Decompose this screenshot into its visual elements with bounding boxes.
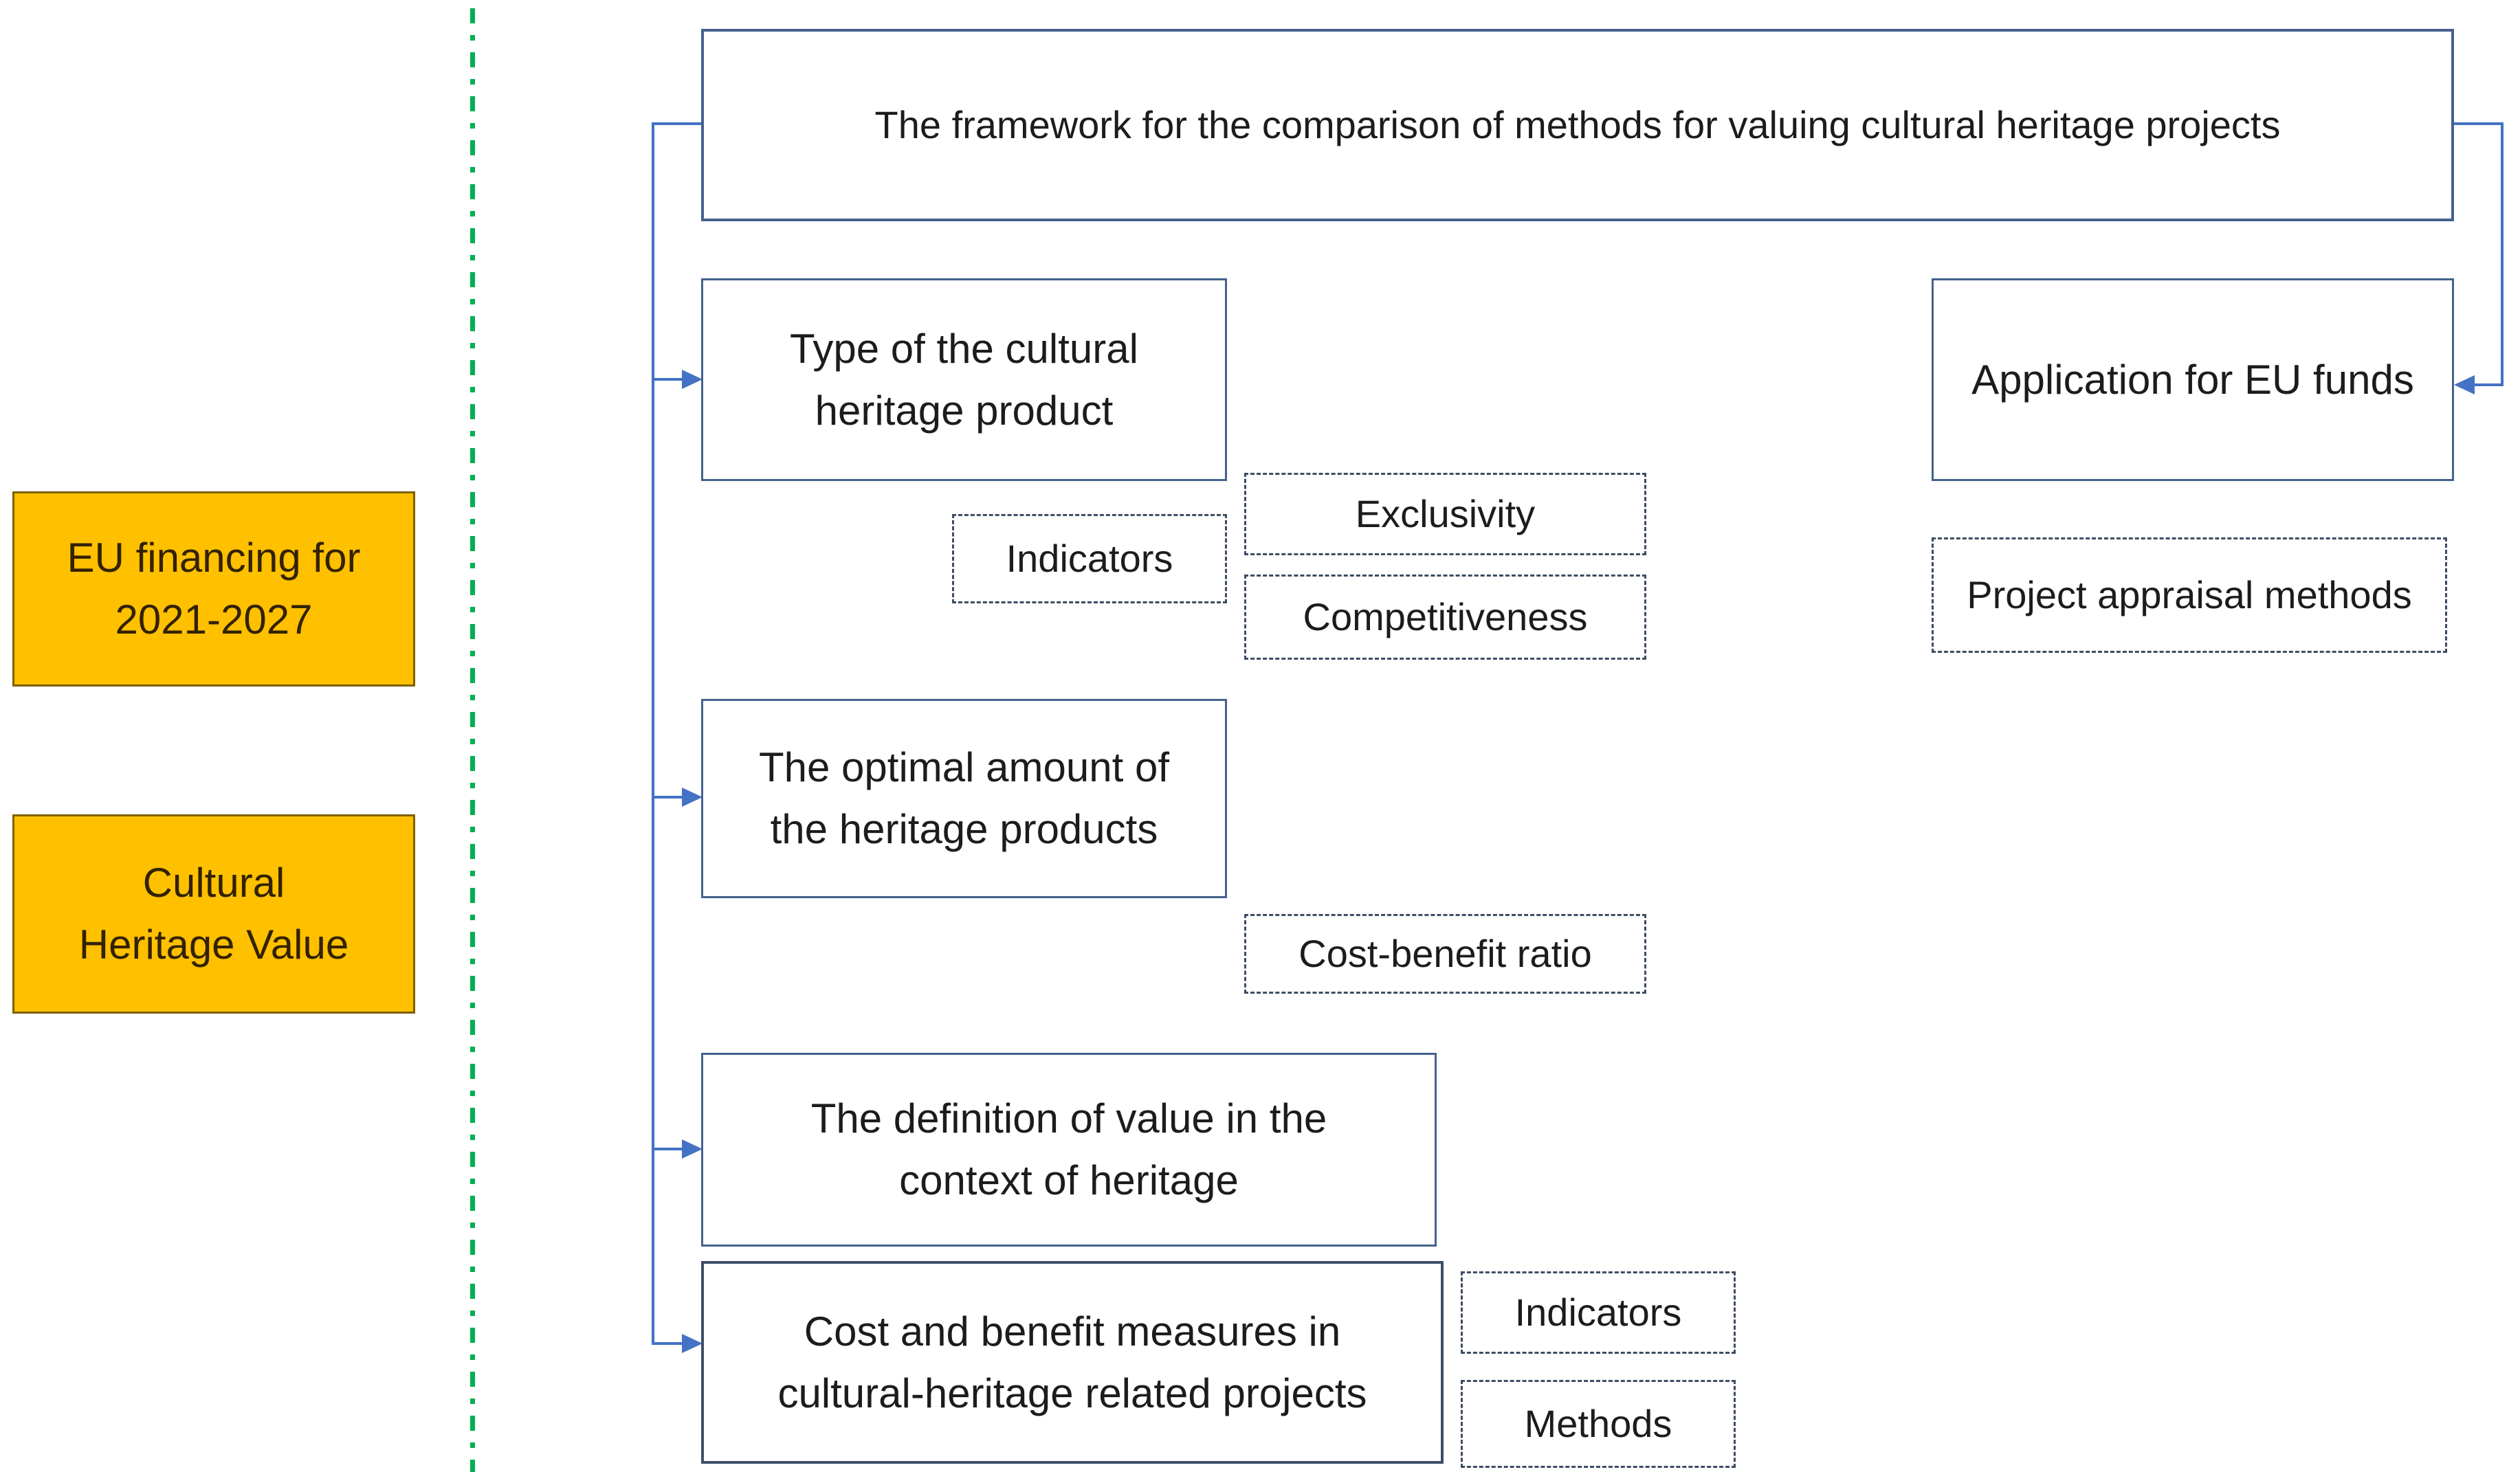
methods-box: Methods <box>1461 1380 1736 1468</box>
cultural-heritage-value-label: Cultural Heritage Value <box>78 860 349 968</box>
arrow-right-icon <box>682 1334 703 1353</box>
connector-trunk <box>652 122 654 1345</box>
connector-branch-definition <box>652 1148 686 1150</box>
green-dashed-divider <box>470 8 475 1472</box>
connector-right-stub <box>2454 122 2504 125</box>
arrow-right-icon <box>682 370 703 389</box>
exclusivity-label: Exclusivity <box>1355 492 1536 536</box>
optimal-amount-box: The optimal amount of the heritage produ… <box>701 699 1227 898</box>
cost-benefit-ratio-label: Cost-benefit ratio <box>1298 932 1592 976</box>
definition-of-value-box: The definition of value in the context o… <box>701 1053 1437 1247</box>
competitiveness-label: Competitiveness <box>1303 595 1588 639</box>
arrow-right-icon <box>682 788 703 807</box>
connector-branch-cost-measures <box>652 1342 686 1345</box>
cost-benefit-measures-label: Cost and benefit measures in cultural-he… <box>777 1308 1367 1416</box>
exclusivity-box: Exclusivity <box>1244 473 1646 555</box>
indicators-type-box: Indicators <box>952 514 1227 603</box>
indicators-measures-box: Indicators <box>1461 1271 1736 1354</box>
framework-box: The framework for the comparison of meth… <box>701 29 2454 221</box>
framework-label: The framework for the comparison of meth… <box>874 103 2281 146</box>
indicators-type-label: Indicators <box>1006 537 1173 581</box>
cost-benefit-measures-box: Cost and benefit measures in cultural-he… <box>701 1261 1444 1464</box>
arrow-right-icon <box>682 1139 703 1159</box>
arrow-left-icon <box>2454 375 2475 394</box>
optimal-amount-label: The optimal amount of the heritage produ… <box>759 744 1169 852</box>
connector-right-trunk <box>2501 122 2504 386</box>
eu-financing-tag: EU financing for 2021-2027 <box>12 491 415 687</box>
application-eu-funds-label: Application for EU funds <box>1971 356 2414 403</box>
project-appraisal-methods-label: Project appraisal methods <box>1967 573 2412 617</box>
competitiveness-box: Competitiveness <box>1244 575 1646 660</box>
connector-branch-type <box>652 378 686 381</box>
indicators-measures-label: Indicators <box>1514 1291 1682 1335</box>
connector-framework-stub <box>652 122 703 125</box>
project-appraisal-methods-box: Project appraisal methods <box>1932 537 2447 653</box>
eu-financing-label: EU financing for 2021-2027 <box>67 535 361 643</box>
definition-of-value-label: The definition of value in the context o… <box>810 1095 1327 1203</box>
type-of-product-label: Type of the cultural heritage product <box>790 325 1138 434</box>
connector-right-branch <box>2473 383 2504 386</box>
application-eu-funds-box: Application for EU funds <box>1932 278 2454 481</box>
cost-benefit-ratio-box: Cost-benefit ratio <box>1244 914 1646 994</box>
type-of-product-box: Type of the cultural heritage product <box>701 278 1227 481</box>
cultural-heritage-value-tag: Cultural Heritage Value <box>12 814 415 1014</box>
connector-branch-optimal <box>652 796 686 799</box>
methods-label: Methods <box>1524 1402 1672 1446</box>
